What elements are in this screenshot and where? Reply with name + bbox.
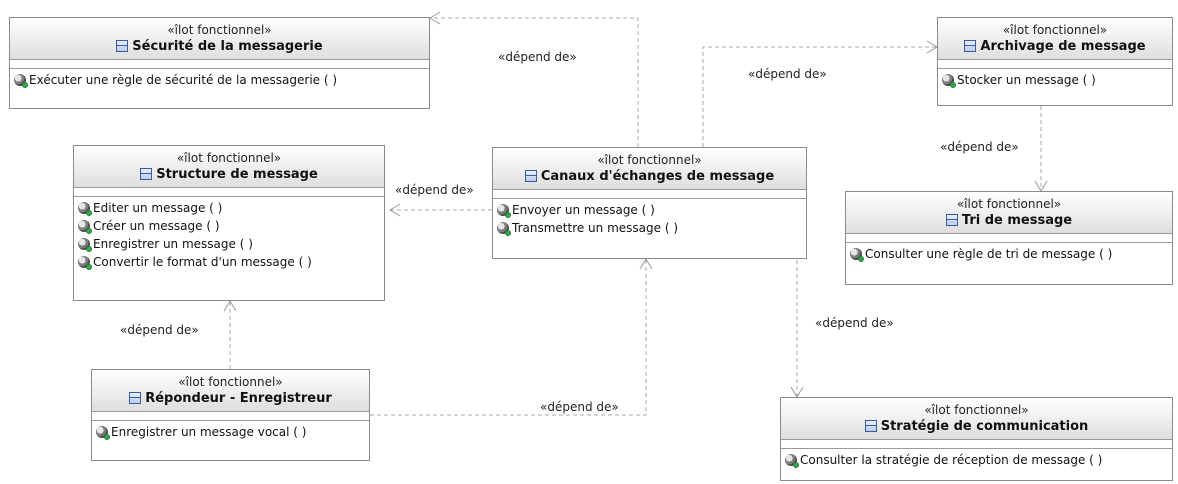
class-icon [129,392,142,404]
class-header: «îlot fonctionnel» Archivage de message [938,18,1172,60]
class-title: Structure de message [78,166,380,184]
operations-compartment: Exécuter une règle de sécurité de la mes… [10,69,429,92]
class-icon [524,170,537,182]
operation-icon [497,222,511,236]
operation-item[interactable]: Enregistrer un message ( ) [78,235,380,253]
dep-line-canaux-archivage [702,46,937,147]
operation-icon [785,454,799,468]
operation-item[interactable]: Convertir le format d'un message ( ) [78,253,380,271]
class-canaux[interactable]: «îlot fonctionnel» Canaux d'échanges de … [492,147,807,259]
class-icon [140,168,153,180]
class-title: Répondeur - Enregistreur [96,390,365,408]
class-title: Tri de message [850,212,1168,230]
class-strategie[interactable]: «îlot fonctionnel» Stratégie de communic… [780,397,1173,481]
class-header: «îlot fonctionnel» Canaux d'échanges de … [493,148,806,190]
class-archivage[interactable]: «îlot fonctionnel» Archivage de message … [937,17,1173,106]
operations-compartment: Envoyer un message ( ) Transmettre un me… [493,199,806,240]
class-header: «îlot fonctionnel» Structure de message [74,146,384,188]
class-title: Sécurité de la messagerie [14,38,425,56]
dep-label-repondeur-canaux: «dépend de» [540,400,619,414]
operation-icon [497,204,511,218]
stereotype-label: «îlot fonctionnel» [924,403,1029,417]
stereotype-label: «îlot fonctionnel» [176,151,282,165]
stereotype-label: «îlot fonctionnel» [597,153,702,167]
operation-item[interactable]: Envoyer un message ( ) [497,201,802,219]
operation-item[interactable]: Consulter la stratégie de réception de m… [785,451,1168,469]
operation-icon [942,74,956,88]
attributes-compartment [493,190,806,199]
operations-compartment: Stocker un message ( ) [938,69,1172,92]
class-title: Stratégie de communication [785,418,1168,436]
operation-item[interactable]: Exécuter une règle de sécurité de la mes… [14,71,425,89]
attributes-compartment [846,234,1172,243]
class-securite[interactable]: «îlot fonctionnel» Sécurité de la messag… [9,17,430,109]
class-icon [964,40,977,52]
dep-label-repondeur-structure: «dépend de» [120,323,199,337]
class-header: «îlot fonctionnel» Répondeur - Enregistr… [92,370,369,412]
attributes-compartment [938,60,1172,69]
class-title: Canaux d'échanges de message [497,168,802,186]
attributes-compartment [781,440,1172,449]
operation-icon [96,426,110,440]
class-title: Archivage de message [942,38,1168,56]
operations-compartment: Enregistrer un message vocal ( ) [92,421,369,444]
operation-item[interactable]: Consulter une règle de tri de message ( … [850,245,1168,263]
stereotype-label: «îlot fonctionnel» [956,197,1062,211]
arrowhead-structure [389,203,401,217]
dep-label-canaux-strategie: «dépend de» [815,316,894,330]
class-header: «îlot fonctionnel» Tri de message [846,192,1172,234]
class-tri[interactable]: «îlot fonctionnel» Tri de message Consul… [845,191,1173,285]
class-structure[interactable]: «îlot fonctionnel» Structure de message … [73,145,385,301]
class-icon [945,214,958,226]
operations-compartment: Consulter une règle de tri de message ( … [846,243,1172,266]
arrowhead-structure-2 [223,300,237,312]
dep-line-canaux-securite [430,17,639,147]
class-repondeur[interactable]: «îlot fonctionnel» Répondeur - Enregistr… [91,369,370,461]
class-icon [116,40,129,52]
class-icon [864,420,877,432]
operation-item[interactable]: Transmettre un message ( ) [497,219,802,237]
operation-item[interactable]: Enregistrer un message vocal ( ) [96,423,365,441]
dep-label-canaux-structure: «dépend de» [395,183,474,197]
dep-label-archivage-tri: «dépend de» [940,140,1019,154]
operations-compartment: Editer un message ( ) Créer un message (… [74,197,384,274]
attributes-compartment [10,60,429,69]
class-header: «îlot fonctionnel» Sécurité de la messag… [10,18,429,60]
operation-item[interactable]: Créer un message ( ) [78,217,380,235]
attributes-compartment [92,412,369,421]
operation-icon [850,248,864,262]
arrowhead-securite [429,11,441,25]
operation-icon [78,238,92,252]
class-header: «îlot fonctionnel» Stratégie de communic… [781,398,1172,440]
arrowhead-canaux [639,258,653,270]
dep-line-repondeur-canaux [370,259,647,416]
operation-icon [78,220,92,234]
operation-icon [78,256,92,270]
operation-icon [78,202,92,216]
operation-item[interactable]: Editer un message ( ) [78,199,380,217]
operations-compartment: Consulter la stratégie de réception de m… [781,449,1172,472]
operation-item[interactable]: Stocker un message ( ) [942,71,1168,89]
stereotype-label: «îlot fonctionnel» [1002,23,1108,37]
stereotype-label: «îlot fonctionnel» [167,23,272,37]
operation-icon [14,74,28,88]
dep-label-canaux-archivage: «dépend de» [748,67,827,81]
attributes-compartment [74,188,384,197]
stereotype-label: «îlot fonctionnel» [178,375,283,389]
dep-label-canaux-securite: «dépend de» [498,50,577,64]
